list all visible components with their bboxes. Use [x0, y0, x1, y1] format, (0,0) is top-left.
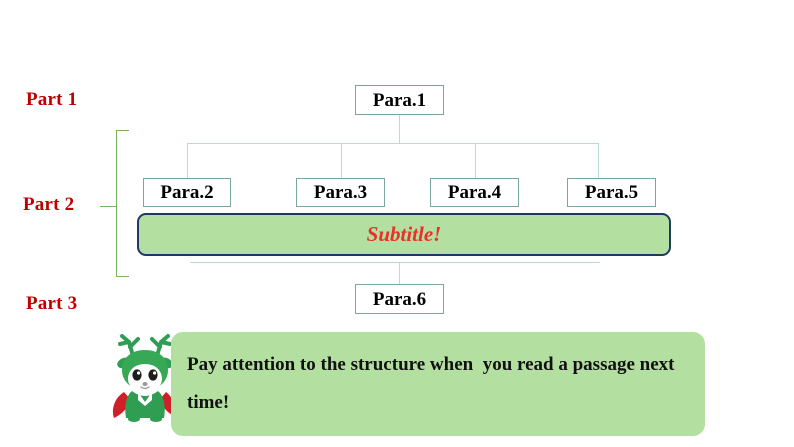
- part-2-bracket: [116, 130, 129, 277]
- part-1-label: Part 1: [26, 89, 78, 110]
- subtitle-banner[interactable]: Subtitle!: [137, 213, 671, 256]
- connector-drop-para5: [598, 143, 599, 179]
- para-1-box[interactable]: Para.1: [355, 85, 444, 115]
- para-5-box[interactable]: Para.5: [567, 178, 656, 207]
- part-2-bracket-tick: [100, 206, 117, 207]
- part-3-label: Part 3: [26, 293, 78, 314]
- para-3-box[interactable]: Para.3: [296, 178, 385, 207]
- para-4-box[interactable]: Para.4: [430, 178, 519, 207]
- subtitle-label: Subtitle!: [366, 222, 442, 246]
- note-text: Pay attention to the structure when you …: [187, 354, 680, 413]
- connector-drop-para6: [399, 262, 400, 284]
- part-2-label: Part 2: [23, 194, 75, 215]
- connector-horizontal-bus-bottom: [190, 262, 600, 263]
- para-2-box[interactable]: Para.2: [143, 178, 231, 207]
- connector-horizontal-bus-top: [187, 143, 599, 144]
- para-6-box[interactable]: Para.6: [355, 284, 444, 314]
- connector-drop-para3: [341, 143, 342, 179]
- connector-drop-para4: [475, 143, 476, 179]
- connector-drop-para2: [187, 143, 188, 179]
- note-banner[interactable]: Pay attention to the structure when you …: [171, 332, 705, 436]
- connector-para1-trunk: [399, 115, 400, 144]
